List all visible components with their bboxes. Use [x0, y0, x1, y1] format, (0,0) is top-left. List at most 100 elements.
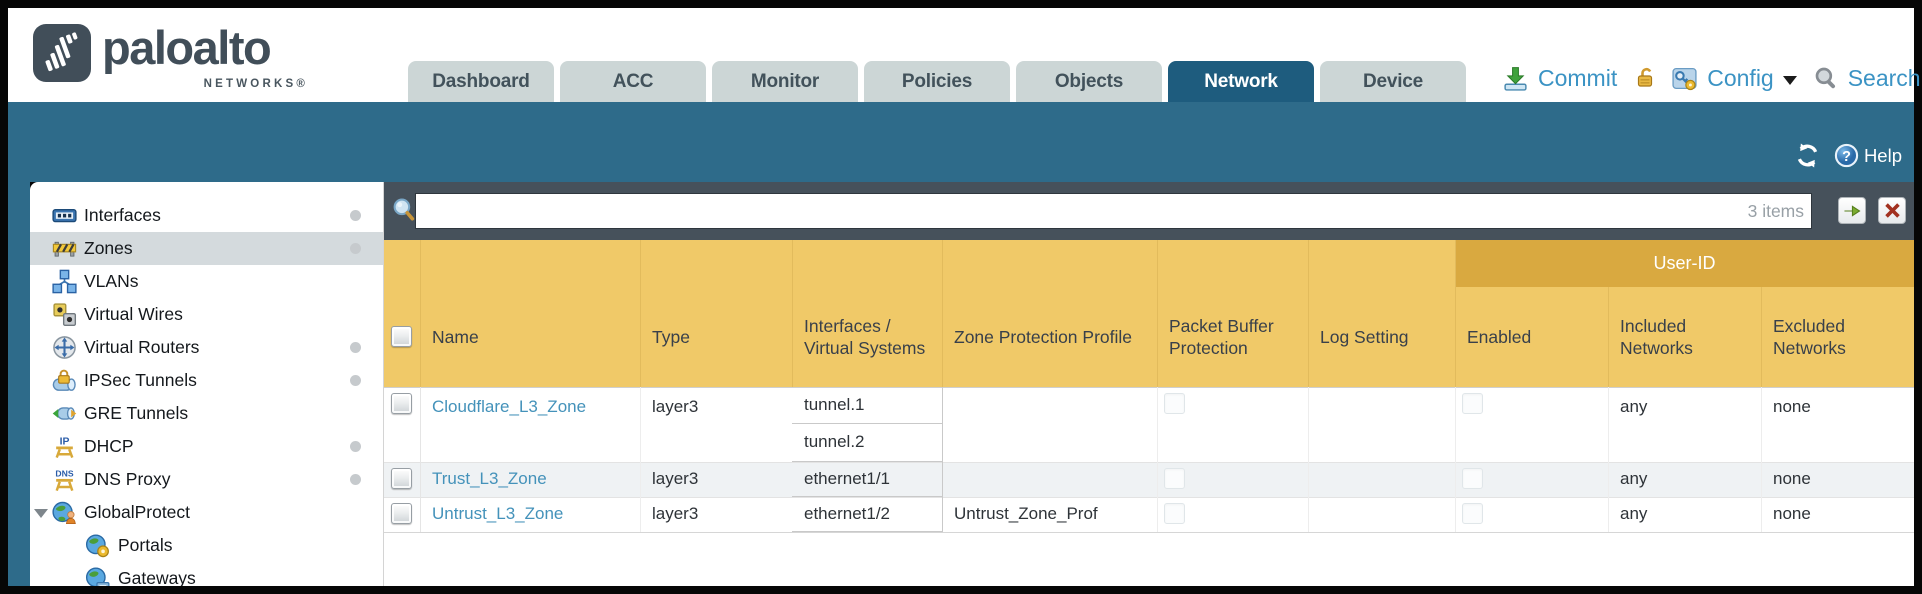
tab-network[interactable]: Network [1168, 61, 1314, 102]
included-networks: any [1620, 504, 1648, 523]
column-header-log-setting[interactable]: Log Setting [1320, 327, 1409, 347]
sidebar-item-globalprotect[interactable]: GlobalProtect [30, 496, 383, 529]
row-stripe [384, 462, 1914, 497]
zone-type: layer3 [652, 504, 699, 523]
svg-text:DNS: DNS [55, 469, 73, 479]
sidebar-item-virtual-wires[interactable]: Virtual Wires [30, 298, 383, 331]
user-id-enabled-checkbox[interactable] [1462, 503, 1483, 524]
sidebar-item-gre-tunnels[interactable]: GRE Tunnels [30, 397, 383, 430]
config-icon[interactable] [1671, 65, 1698, 92]
packet-buffer-protection-checkbox[interactable] [1164, 468, 1185, 489]
user-id-enabled-checkbox[interactable] [1462, 393, 1483, 414]
excluded-networks: none [1773, 469, 1811, 488]
column-header-type[interactable]: Type [652, 327, 690, 347]
status-dot [350, 375, 361, 386]
filter-toolbar: 3 items [384, 182, 1914, 240]
zone-type: layer3 [652, 397, 699, 416]
help-button[interactable]: Help [1863, 144, 1902, 166]
search-button[interactable]: Search [1847, 64, 1921, 91]
column-header-excluded-networks[interactable]: Excluded Networks [1773, 316, 1846, 358]
svg-text:?: ? [1842, 149, 1851, 165]
left-gutter [8, 182, 30, 586]
portals-icon [85, 534, 109, 558]
tab-acc[interactable]: ACC [560, 61, 706, 102]
green-arrow-icon [1844, 204, 1861, 217]
tab-dashboard[interactable]: Dashboard [408, 61, 554, 102]
help-icon[interactable]: ? [1834, 143, 1859, 168]
row-checkbox[interactable] [391, 468, 412, 489]
clear-filter-button[interactable] [1878, 197, 1906, 224]
red-x-icon [1884, 203, 1900, 218]
sidebar-item-dns-proxy[interactable]: DNS DNS Proxy [30, 463, 383, 496]
filter-input[interactable] [415, 193, 1812, 229]
tab-monitor[interactable]: Monitor [712, 61, 858, 102]
zone-name-link[interactable]: Trust_L3_Zone [432, 469, 547, 488]
status-dot [350, 474, 361, 485]
header-band: ? Help [8, 102, 1914, 182]
search-icon[interactable] [1814, 66, 1839, 91]
config-button[interactable]: Config [1707, 64, 1774, 91]
sidebar-item-zones[interactable]: Zones [30, 232, 383, 265]
gre-tunnels-icon [52, 407, 77, 420]
refresh-icon[interactable] [1794, 142, 1821, 169]
interface-cell: ethernet1/2 [792, 497, 942, 532]
sidebar-item-virtual-routers[interactable]: Virtual Routers [30, 331, 383, 364]
interface-cell: ethernet1/1 [792, 462, 942, 497]
interfaces-icon [52, 208, 77, 223]
tab-objects[interactable]: Objects [1016, 61, 1162, 102]
apply-filter-button[interactable] [1838, 197, 1866, 224]
header-checkbox-cell [384, 240, 420, 387]
sidebar-item-interfaces[interactable]: Interfaces [30, 199, 383, 232]
status-dot [350, 342, 361, 353]
global-actions: Commit Config Search [1502, 55, 1921, 101]
filter-search-icon[interactable] [391, 197, 418, 224]
globalprotect-icon [52, 501, 76, 525]
interface-cell: tunnel.1 [792, 387, 942, 424]
row-checkbox[interactable] [391, 393, 412, 414]
sidebar-item-vlans[interactable]: VLANs [30, 265, 383, 298]
column-header-name[interactable]: Name [432, 327, 479, 347]
commit-icon[interactable] [1502, 65, 1529, 92]
commit-button[interactable]: Commit [1538, 64, 1618, 91]
column-header-included-networks[interactable]: Included Networks [1620, 316, 1693, 358]
row-checkbox[interactable] [391, 503, 412, 524]
virtual-wires-icon [53, 303, 77, 327]
ipsec-tunnels-icon [52, 369, 76, 391]
dhcp-icon: IP [55, 436, 74, 459]
items-count: 3 items [1747, 201, 1804, 221]
brand-sub: NETWORKS® [203, 78, 308, 90]
user-id-enabled-checkbox[interactable] [1462, 468, 1483, 489]
tab-policies[interactable]: Policies [864, 61, 1010, 102]
included-networks: any [1620, 469, 1648, 488]
zone-protection-profile: Untrust_Zone_Prof [954, 504, 1098, 523]
sidebar-item-portals[interactable]: Portals [30, 529, 383, 562]
zone-name-link[interactable]: Cloudflare_L3_Zone [432, 397, 587, 416]
sidebar-item-dhcp[interactable]: IP DHCP [30, 430, 383, 463]
packet-buffer-protection-checkbox[interactable] [1164, 393, 1185, 414]
sidebar-item-gateways[interactable]: Gateways [30, 562, 383, 586]
user-id-group-header: User-ID [1455, 240, 1914, 287]
zone-name-link[interactable]: Untrust_L3_Zone [432, 504, 564, 523]
excluded-networks: none [1773, 504, 1811, 523]
network-sidebar: Interfaces Zones VLANs [30, 182, 384, 586]
config-caret-icon[interactable] [1782, 75, 1797, 85]
gateways-icon [85, 567, 110, 586]
zones-table: User-ID Name Type Interfaces / Virtual S… [384, 240, 1914, 586]
tab-device[interactable]: Device [1320, 61, 1466, 102]
status-dot [350, 243, 361, 254]
lock-icon[interactable] [1632, 65, 1658, 91]
expand-caret-icon[interactable] [34, 509, 48, 518]
paloalto-logo-icon [33, 24, 91, 82]
zones-icon [52, 241, 77, 257]
svg-text:IP: IP [60, 436, 70, 447]
dns-proxy-icon: DNS [55, 469, 74, 492]
column-header-interfaces[interactable]: Interfaces / Virtual Systems [804, 316, 926, 358]
column-header-enabled[interactable]: Enabled [1467, 327, 1532, 347]
column-header-packet-buffer-protection[interactable]: Packet Buffer Protection [1169, 316, 1274, 358]
sidebar-item-ipsec-tunnels[interactable]: IPSec Tunnels [30, 364, 383, 397]
packet-buffer-protection-checkbox[interactable] [1164, 503, 1185, 524]
top-bar: paloalto NETWORKS® Dashboard ACC Monitor… [8, 8, 1921, 102]
select-all-checkbox[interactable] [391, 326, 412, 347]
column-header-zone-protection-profile[interactable]: Zone Protection Profile [954, 327, 1133, 347]
